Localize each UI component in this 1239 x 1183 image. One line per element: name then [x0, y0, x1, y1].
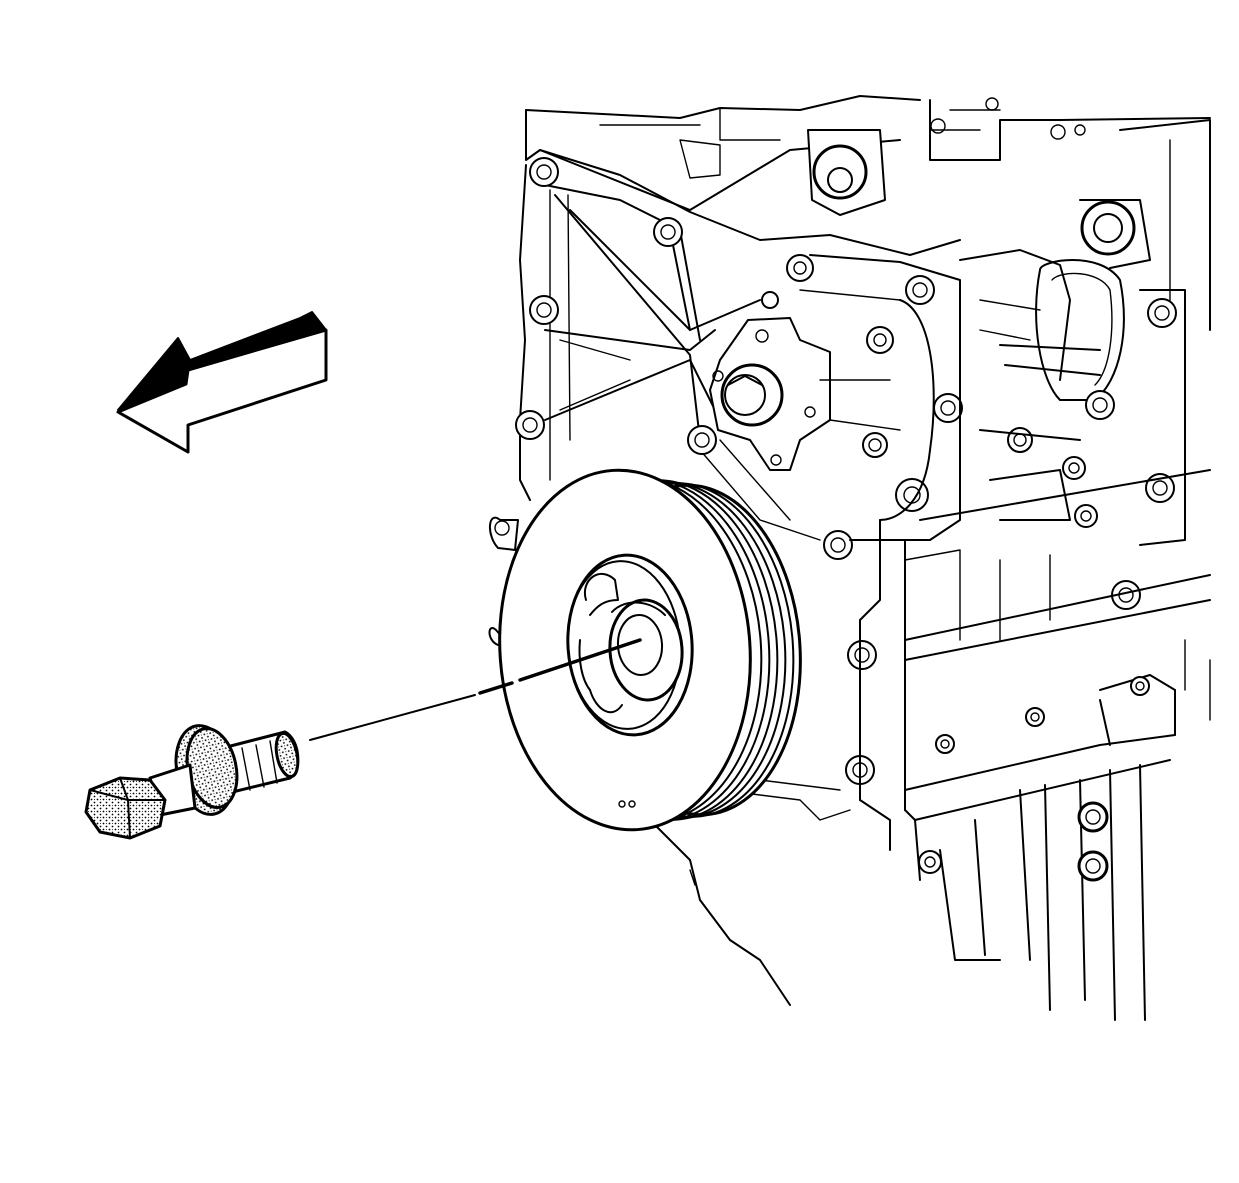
alignment-centerline	[309, 638, 642, 741]
direction-arrow-icon	[116, 311, 328, 454]
bolt-icon	[84, 724, 300, 840]
engine-block-icon	[488, 95, 1211, 1021]
balancer-pulley-icon	[498, 468, 802, 832]
